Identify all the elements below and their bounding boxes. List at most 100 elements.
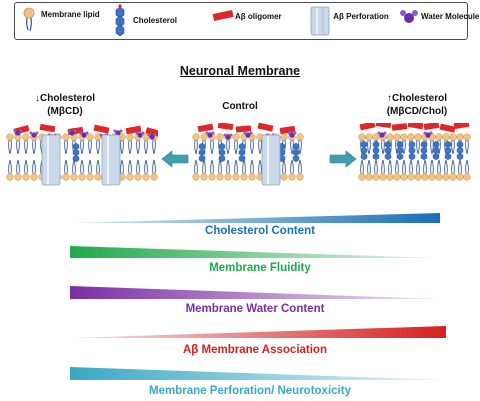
water-molecule — [67, 129, 71, 133]
lipid-head — [62, 133, 70, 141]
lipid-tail — [144, 139, 148, 155]
cholesterol-molecule — [198, 142, 206, 163]
cholesterol-molecule — [384, 140, 392, 161]
lipid-head — [463, 173, 471, 181]
water-molecule — [211, 131, 215, 135]
lipid-tail — [458, 159, 462, 175]
lipid-tail — [282, 159, 286, 175]
lipid-head — [6, 133, 14, 141]
lipid-head — [280, 173, 288, 181]
high-cholesterol-line2: (MβCD/Chol) — [386, 106, 448, 117]
lipid-tail — [128, 159, 132, 175]
lipid-tail — [96, 139, 100, 155]
abeta-association-wedge — [70, 326, 446, 338]
abeta-oligomer — [217, 123, 234, 131]
lipid-tail — [250, 159, 254, 175]
lipid-tail — [144, 159, 148, 175]
lipid-head — [296, 133, 304, 141]
lipid-tail — [234, 159, 238, 175]
lipid-tail — [367, 139, 371, 155]
lipid-head — [126, 133, 134, 141]
lipid-tail — [210, 159, 214, 175]
water-molecule — [287, 131, 291, 135]
lipid-head — [22, 133, 30, 141]
lipid-head — [14, 173, 22, 181]
water-molecule — [379, 132, 385, 138]
abeta-oligomer-icon — [212, 9, 234, 21]
lipid-tail — [465, 159, 469, 175]
lipid-head — [463, 133, 471, 141]
lipid-tail — [226, 159, 230, 175]
lipid-head — [200, 133, 208, 141]
lipid-tail — [395, 159, 399, 175]
legend-water-molecule-label: Water Molecule — [421, 12, 480, 21]
legend-box: Membrane lipid Cholesterol Aβ oligomer A… — [14, 2, 480, 40]
lipid-tail — [374, 159, 378, 175]
left-arrow-icon — [161, 150, 189, 168]
lipid-tail — [423, 159, 427, 175]
lipid-tail — [290, 159, 294, 175]
lipid-tail — [298, 159, 302, 175]
lipid-tail — [8, 159, 12, 175]
lipid-tail — [194, 159, 198, 175]
lipid-tail — [234, 139, 238, 155]
abeta-oligomer — [235, 125, 252, 133]
lipid-head — [86, 133, 94, 141]
abeta-perforation-icon — [310, 6, 330, 36]
lipid-tail — [226, 139, 230, 155]
lipid-head — [280, 133, 288, 141]
abeta-oligomer — [197, 123, 214, 133]
lipid-head — [288, 173, 296, 181]
water-molecule — [119, 129, 123, 133]
abeta-perforation — [41, 134, 61, 186]
lipid-head — [248, 173, 256, 181]
cholesterol-molecule — [292, 142, 300, 163]
cholesterol-molecule — [432, 140, 440, 161]
low-cholesterol-membrane — [6, 123, 158, 186]
water-molecule — [13, 129, 17, 133]
lipid-tail — [128, 139, 132, 155]
lipid-tail — [72, 159, 76, 175]
lipid-head — [126, 173, 134, 181]
water-molecule — [293, 131, 297, 135]
lipid-head — [22, 173, 30, 181]
water-molecule — [377, 131, 381, 135]
water-molecule — [243, 131, 247, 135]
water-molecule — [423, 131, 427, 135]
membrane-water-content-label: Membrane Water Content — [185, 303, 325, 315]
cholesterol-molecule — [420, 140, 428, 161]
abeta-oligomer — [257, 123, 274, 132]
cholesterol-content-label: Cholesterol Content — [205, 225, 315, 237]
abeta-oligomer — [93, 124, 110, 134]
lipid-head — [232, 133, 240, 141]
abeta-oligomer — [359, 123, 376, 131]
water-molecule — [425, 132, 431, 138]
lipid-head — [200, 173, 208, 181]
lipid-head — [232, 173, 240, 181]
lipid-head — [192, 133, 200, 141]
cholesterol-molecule — [396, 140, 404, 161]
lipid-tail — [250, 139, 254, 155]
water-molecule — [35, 131, 39, 135]
lipid-tail — [24, 159, 28, 175]
lipid-tail — [242, 159, 246, 175]
cholesterol-icon — [115, 4, 125, 37]
membrane-water-wedge — [70, 286, 440, 299]
right-arrow-icon — [329, 150, 357, 168]
lipid-tail — [430, 139, 434, 155]
water-molecule — [225, 134, 231, 140]
lipid-head — [224, 173, 232, 181]
high-cholesterol-membrane — [358, 123, 471, 181]
lipid-tail — [451, 139, 455, 155]
control-label: Control — [222, 101, 258, 112]
cholesterol-content-wedge — [70, 213, 440, 223]
lipid-head — [216, 133, 224, 141]
lipid-tail — [80, 159, 84, 175]
water-molecule — [19, 129, 23, 133]
water-molecule — [113, 129, 117, 133]
water-molecule — [153, 133, 157, 137]
abeta-oligomer — [391, 123, 408, 131]
cholesterol-molecule — [408, 140, 416, 161]
water-molecule — [31, 132, 37, 138]
lipid-tail — [367, 159, 371, 175]
